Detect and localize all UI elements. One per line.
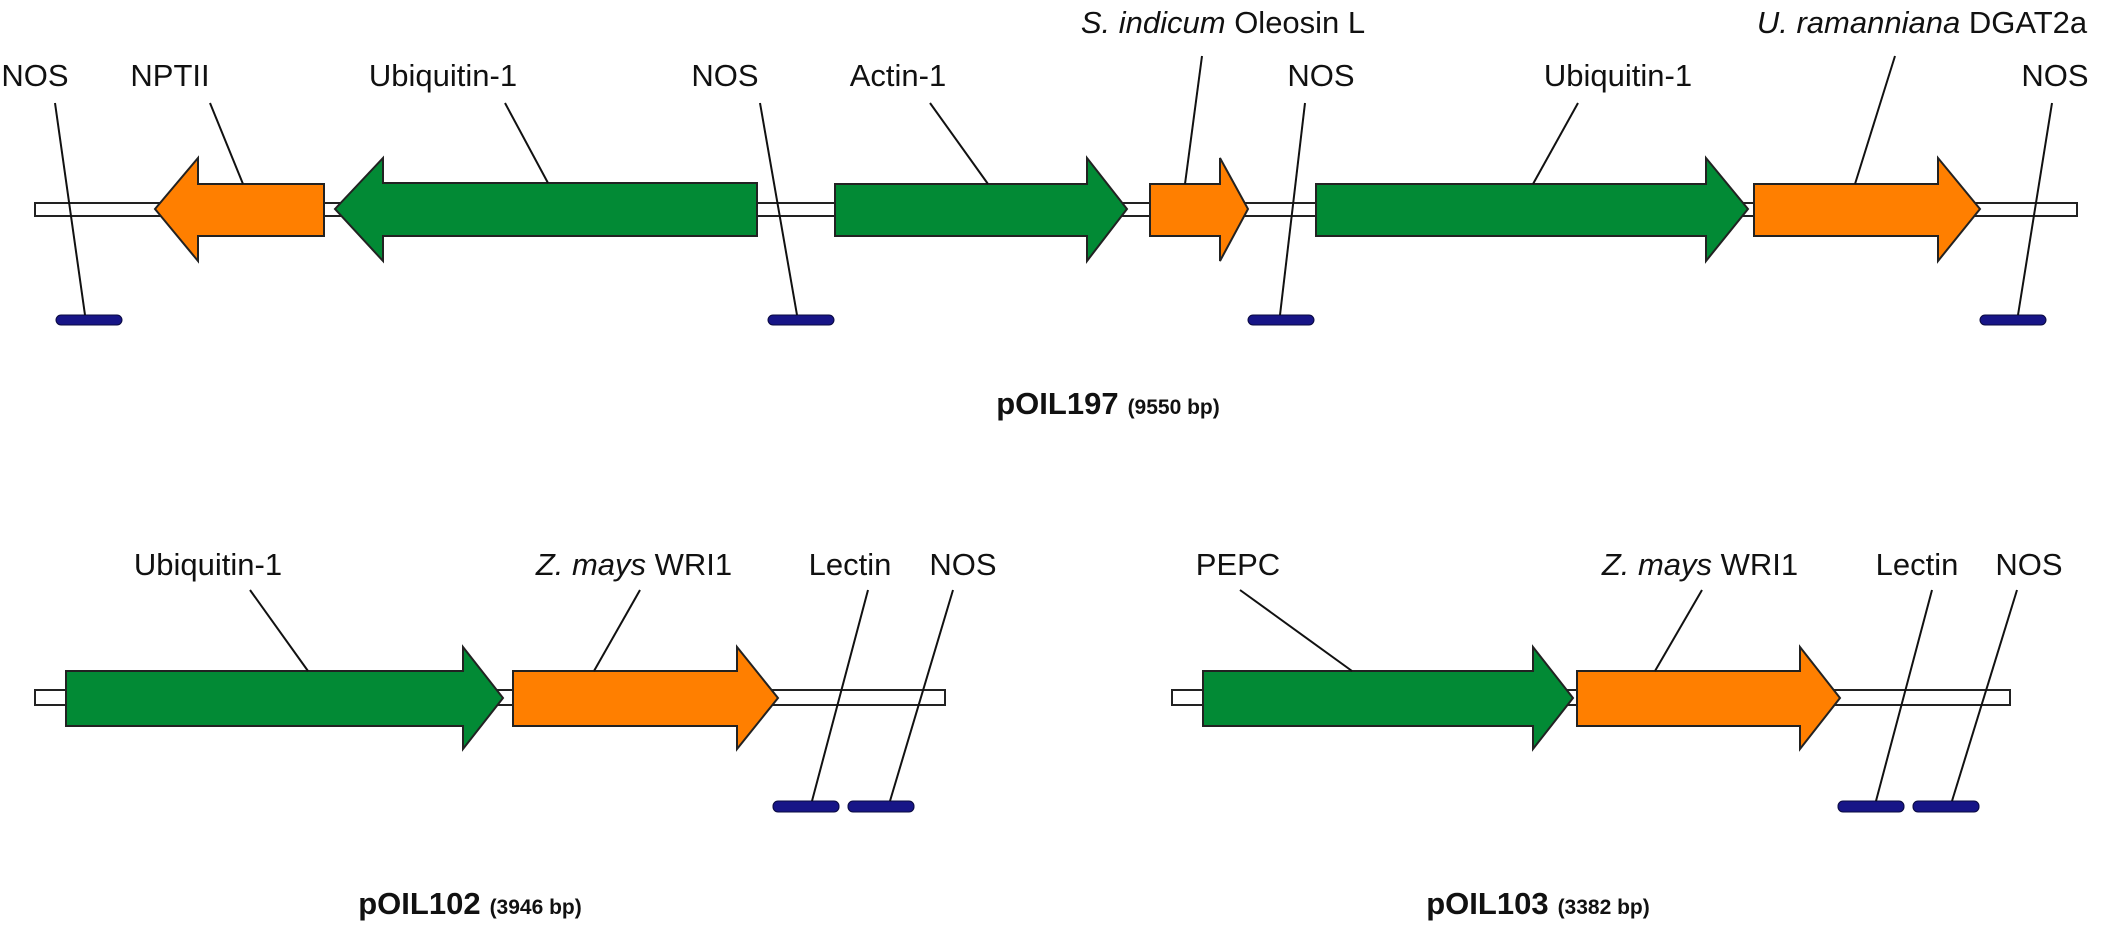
leader-lectin xyxy=(811,589,869,802)
terminator-marker-nos xyxy=(847,800,915,813)
label-lectin: Lectin xyxy=(1876,547,1959,582)
label-nos-3: NOS xyxy=(1287,58,1354,93)
label-part: NOS xyxy=(1995,547,2062,582)
leader-lectin xyxy=(1875,589,1933,802)
cds-wri1 xyxy=(512,644,780,752)
cds-oleosin xyxy=(1149,157,1250,262)
terminator-marker-4 xyxy=(1979,314,2047,326)
label-part: Z. mays xyxy=(1601,547,1712,582)
label-part: Lectin xyxy=(1876,547,1959,582)
label-part: Ubiquitin-1 xyxy=(1544,58,1692,93)
label-nos: NOS xyxy=(929,547,996,582)
label-part: NOS xyxy=(691,58,758,93)
cds-nptii xyxy=(153,155,325,264)
label-wri1: Z. mays WRI1 xyxy=(535,547,732,582)
terminator-marker-nos xyxy=(1912,800,1980,813)
label-nos: NOS xyxy=(1995,547,2062,582)
terminator-marker-lectin xyxy=(1837,800,1905,813)
label-ubiquitin-1-a: Ubiquitin-1 xyxy=(369,58,517,93)
label-part: NOS xyxy=(1,58,68,93)
label-part: U. ramanniana xyxy=(1757,5,1960,40)
terminator-marker-lectin xyxy=(772,800,840,813)
label-part: WRI1 xyxy=(646,547,732,582)
promoter-pepc xyxy=(1202,644,1575,752)
leader-nptii xyxy=(209,102,244,185)
cds-wri1 xyxy=(1576,644,1842,752)
label-ubiquitin-1-b: Ubiquitin-1 xyxy=(1544,58,1692,93)
construct-title-poil197: pOIL197(9550 bp) xyxy=(996,386,1220,421)
label-part: PEPC xyxy=(1196,547,1280,582)
label-part: NOS xyxy=(2021,58,2088,93)
label-part: NPTII xyxy=(130,58,209,93)
label-part: Lectin xyxy=(809,547,892,582)
label-nos-4: NOS xyxy=(2021,58,2088,93)
leader-ubiquitin-1 xyxy=(249,589,309,672)
label-part: Ubiquitin-1 xyxy=(134,547,282,582)
terminator-marker-3 xyxy=(1247,314,1315,326)
promoter-ubiquitin-1-a xyxy=(333,155,758,264)
label-pepc: PEPC xyxy=(1196,547,1280,582)
leader-wri1 xyxy=(593,589,641,672)
construct-title-poil103: pOIL103(3382 bp) xyxy=(1426,886,1650,921)
terminator-marker-2 xyxy=(767,314,835,326)
label-part: Z. mays xyxy=(535,547,646,582)
leader-dgat2a xyxy=(1854,55,1896,185)
leader-ubiquitin-1-a xyxy=(504,102,549,184)
label-part: NOS xyxy=(929,547,996,582)
label-part: DGAT2a xyxy=(1960,5,2088,40)
label-dgat2a: U. ramanniana DGAT2a xyxy=(1757,5,2088,40)
label-part: Oleosin L xyxy=(1226,5,1366,40)
construct-poil102: Ubiquitin-1 Z. mays WRI1 Lectin NOS pOIL… xyxy=(34,547,997,921)
cds-dgat2a xyxy=(1753,155,1982,264)
construct-poil103: PEPC Z. mays WRI1 Lectin NOS pOIL103(338… xyxy=(1171,547,2063,921)
construct-poil197: NOS NPTII Ubiquitin-1 NOS Actin-1 S. ind… xyxy=(1,5,2088,421)
leader-nos-3 xyxy=(1279,102,1306,316)
label-part: Actin-1 xyxy=(850,58,946,93)
leader-nos-1 xyxy=(54,102,86,316)
leader-nos-4 xyxy=(2017,102,2053,316)
leader-wri1 xyxy=(1654,589,1703,672)
leader-nos xyxy=(1951,589,2018,802)
label-nos-1: NOS xyxy=(1,58,68,93)
label-oleosin: S. indicum Oleosin L xyxy=(1081,5,1365,40)
promoter-ubiquitin-1 xyxy=(65,644,505,752)
promoter-ubiquitin-1-b xyxy=(1315,155,1750,264)
construct-title-poil102: pOIL102(3946 bp) xyxy=(358,886,582,921)
leader-nos-2 xyxy=(759,102,798,316)
leader-oleosin xyxy=(1184,55,1203,185)
leader-ubiquitin-1-b xyxy=(1532,102,1579,185)
promoter-actin-1 xyxy=(834,155,1129,264)
leader-nos xyxy=(889,589,954,802)
label-nos-2: NOS xyxy=(691,58,758,93)
label-ubiquitin-1: Ubiquitin-1 xyxy=(134,547,282,582)
leader-pepc xyxy=(1239,589,1353,672)
label-part: S. indicum xyxy=(1081,5,1226,40)
label-wri1: Z. mays WRI1 xyxy=(1601,547,1798,582)
label-part: WRI1 xyxy=(1712,547,1798,582)
label-nptii: NPTII xyxy=(130,58,209,93)
terminator-marker-1 xyxy=(55,314,123,326)
label-actin-1: Actin-1 xyxy=(850,58,946,93)
label-part: Ubiquitin-1 xyxy=(369,58,517,93)
label-lectin: Lectin xyxy=(809,547,892,582)
label-part: NOS xyxy=(1287,58,1354,93)
leader-actin-1 xyxy=(929,102,989,185)
